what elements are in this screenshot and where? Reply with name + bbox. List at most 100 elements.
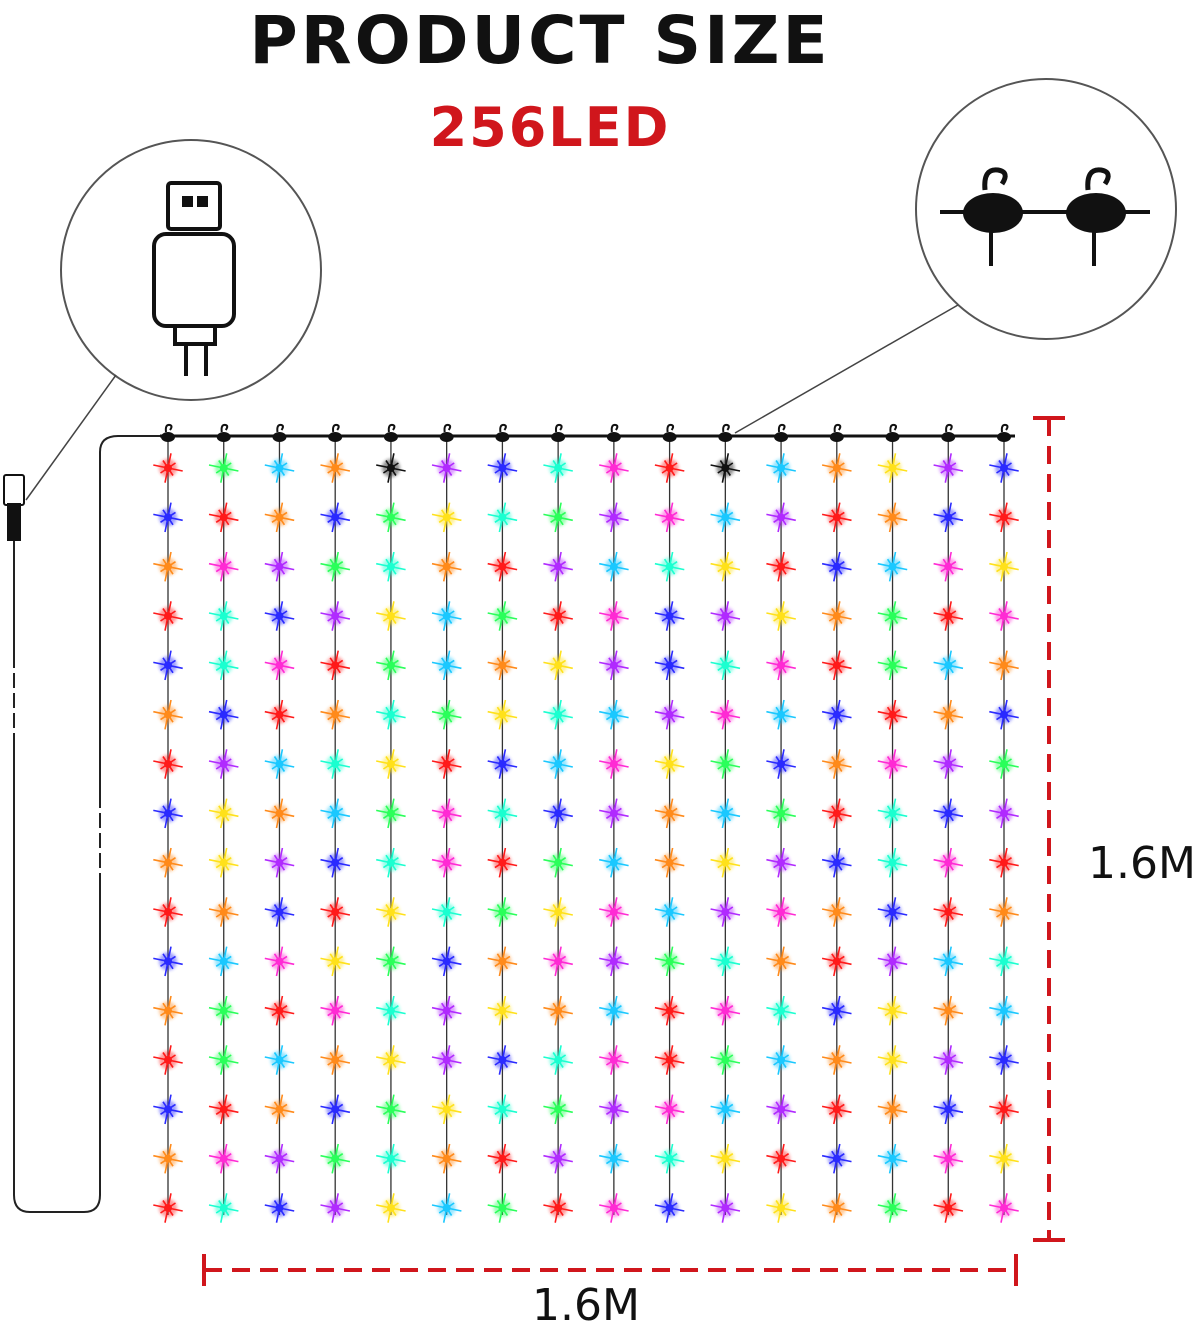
led-bulb [766,453,796,483]
led-bulb [431,749,462,779]
led-bulb [654,551,685,582]
led-string [320,423,351,1223]
led-bulb [710,946,741,977]
led-bulb [543,551,573,582]
led-bulb [487,699,518,730]
led-bulb [933,502,964,533]
led-bulb [599,650,629,681]
led-bulb [877,453,908,483]
led-bulb [208,1045,239,1075]
led-bulb [153,1094,183,1125]
led-bulb [153,995,183,1026]
led-bulb [208,699,239,730]
led-bulb [208,1193,239,1223]
led-bulb [153,502,183,533]
led-bulb [877,699,908,730]
led-bulb [933,847,964,878]
led-bulb [264,1143,295,1174]
led-bulb [599,798,629,829]
string-hook [439,423,454,442]
hook-callout [734,78,1177,434]
callout-pointer-left [25,374,117,501]
led-bulb [599,699,629,730]
led-bulb [487,897,518,927]
led-bulb [933,749,964,779]
led-bulb [543,749,573,779]
led-bulb [376,502,406,533]
led-bulb [821,699,852,730]
led-bulb [654,650,685,681]
led-bulb [821,749,852,779]
led-bulb [376,699,406,730]
led-bulb [320,995,351,1026]
led-bulb [877,502,908,533]
led-bulb [599,502,629,533]
led-bulb [264,946,295,977]
height-dimension-line [1033,416,1065,1242]
led-bulb [320,502,351,533]
led-bulb [766,847,796,878]
led-bulb [376,798,406,829]
led-bulb [208,601,239,631]
led-bulb [989,995,1019,1026]
led-bulb [877,1193,908,1223]
string-hook [829,423,844,442]
led-bulb [208,995,239,1026]
led-bulb [320,453,351,483]
string-hook [997,423,1011,442]
led-bulb [933,1045,964,1075]
string-hook [718,423,733,442]
led-bulb [543,1094,573,1125]
usb-cable [3,435,160,1213]
led-bulb [877,650,908,681]
led-bulb [487,1045,518,1075]
led-bulb [654,847,685,878]
led-bulb [710,749,741,779]
led-bulb [320,650,351,681]
led-bulb [710,1045,741,1075]
led-bulb [710,502,741,533]
led-bulb [877,601,908,631]
led-bulb [487,1094,518,1125]
led-bulb [487,749,518,779]
led-bulb [654,601,685,631]
led-string [766,423,796,1223]
led-bulb [376,946,406,977]
usb-connector [3,474,25,506]
hook-icon [940,167,1150,266]
usb-plug-icon [152,181,236,376]
led-bulb [376,1045,406,1075]
width-dimension-line [202,1254,1018,1286]
led-bulb [431,1045,462,1075]
led-bulb [710,699,741,730]
led-bulb [208,847,239,878]
led-bulb [933,897,964,927]
led-bulb [877,551,908,582]
led-bulb [320,1045,351,1075]
led-bulb [654,453,685,483]
led-bulb [153,1143,183,1174]
led-bulb [989,946,1019,977]
led-bulb [431,995,462,1026]
led-bulb [431,1193,462,1223]
led-bulb [821,798,852,829]
led-bulb [543,650,573,681]
led-bulb [877,1045,908,1075]
led-bulb [487,1143,518,1174]
led-bulb [543,1193,573,1223]
led-bulb [654,995,685,1026]
led-bulb [264,1193,295,1223]
string-hook [272,423,287,442]
led-bulb [821,847,852,878]
led-bulb [933,798,964,829]
led-bulb [599,995,629,1026]
led-bulb [431,897,462,927]
led-bulb [989,1094,1019,1125]
string-hook [885,423,900,442]
led-bulb [654,502,685,533]
led-bulb [989,897,1019,927]
led-bulb [431,650,462,681]
led-bulb [766,650,796,681]
led-bulb [599,453,629,483]
led-bulb [153,847,183,878]
